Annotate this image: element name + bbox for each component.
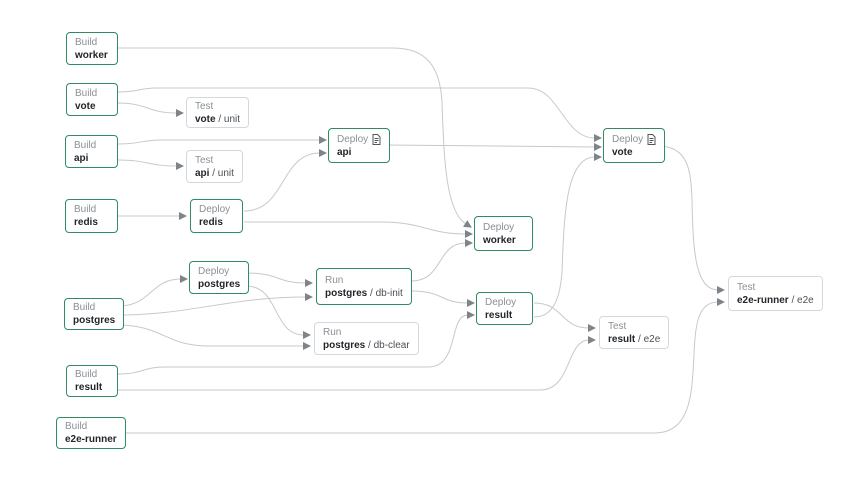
edge-deploy-postgres-to-run-db-clear xyxy=(245,285,311,339)
node-kind-label: Build xyxy=(75,36,98,48)
node-kind-label: Test xyxy=(608,320,627,332)
node-kind-label: Test xyxy=(737,281,756,293)
node-suffix-label: / unit xyxy=(215,113,241,125)
edge-build-vote-to-deploy-vote xyxy=(117,87,602,142)
edge-deploy-redis-to-deploy-worker xyxy=(244,221,473,238)
node-kind-label: Deploy xyxy=(612,133,644,145)
node-deploy-redis[interactable]: Deploy redis xyxy=(190,199,243,233)
edge-build-postgres-to-deploy-postgres xyxy=(117,275,188,307)
node-name-label: postgres xyxy=(73,315,116,326)
node-name-label: vote xyxy=(75,100,96,112)
node-name-label: e2e-runner xyxy=(65,434,117,445)
node-kind-label: Build xyxy=(65,421,88,432)
node-name-label: worker xyxy=(75,49,108,61)
node-suffix-label: / e2e xyxy=(635,333,661,345)
node-kind-label: Deploy xyxy=(198,265,230,277)
edge-deploy-result-to-test-result-e2e xyxy=(533,302,596,332)
edge-build-api-to-test-api-unit xyxy=(117,159,184,170)
node-kind-label: Run xyxy=(323,326,342,338)
node-suffix-label: / unit xyxy=(209,167,234,179)
node-name-label: result xyxy=(608,333,636,345)
node-name-label: api xyxy=(337,146,352,158)
node-name-label: postgres xyxy=(198,278,241,290)
edge-build-vote-to-test-vote-unit xyxy=(117,102,184,117)
edge-deploy-vote-to-test-e2e-runner-e2e xyxy=(657,145,725,294)
node-build-result[interactable]: Build result xyxy=(66,365,118,397)
node-name-label: result xyxy=(485,309,513,321)
node-kind-label: Test xyxy=(195,154,214,166)
edge-deploy-postgres-to-run-db-init xyxy=(245,272,313,287)
document-icon xyxy=(372,133,381,145)
node-name-label: vote xyxy=(195,113,216,125)
node-kind-label: Deploy xyxy=(485,296,517,308)
edge-deploy-result-to-deploy-vote xyxy=(533,153,602,318)
node-kind-label: Build xyxy=(75,87,98,99)
node-build-postgres[interactable]: Build postgres xyxy=(64,298,125,330)
edge-build-result-to-test-result-e2e xyxy=(118,336,596,391)
node-name-label: e2e-runner xyxy=(737,294,789,306)
node-name-label: postgres xyxy=(325,287,368,299)
node-kind-label: Test xyxy=(195,100,214,112)
edge-run-db-init-to-deploy-result xyxy=(410,290,475,307)
edge-build-result-to-deploy-result xyxy=(117,311,475,375)
node-name-label: result xyxy=(75,382,103,393)
edge-build-e2e-runner-to-test-e2e-runner-e2e xyxy=(119,298,725,434)
node-kind-label: Build xyxy=(73,302,96,313)
node-kind-label: Deploy xyxy=(483,221,515,233)
node-name-label: api xyxy=(74,152,89,164)
node-name-label: api xyxy=(195,167,210,179)
edge-build-worker-to-deploy-worker xyxy=(118,47,472,228)
edge-deploy-redis-to-deploy-api xyxy=(243,149,327,212)
edge-run-db-init-to-deploy-worker xyxy=(410,239,473,282)
node-suffix-label: / db-init xyxy=(367,287,403,299)
node-build-redis[interactable]: Build redis xyxy=(65,199,118,233)
node-suffix-label: / e2e xyxy=(788,294,814,306)
edge-build-postgres-to-run-db-clear xyxy=(117,324,311,350)
node-kind-label: Deploy xyxy=(199,204,231,215)
node-kind-label: Deploy xyxy=(337,133,369,145)
edge-build-api-to-deploy-api xyxy=(117,136,327,145)
node-name-label: postgres xyxy=(323,339,366,351)
edge-deploy-api-to-deploy-vote xyxy=(382,142,602,151)
node-name-label: redis xyxy=(74,217,98,228)
node-kind-label: Run xyxy=(325,274,344,286)
node-build-e2e-runner[interactable]: Build e2e-runner xyxy=(56,417,126,449)
node-name-label: redis xyxy=(199,217,223,228)
edge-build-postgres-to-run-db-init xyxy=(117,293,313,316)
node-kind-label: Build xyxy=(74,139,97,151)
node-suffix-label: / db-clear xyxy=(365,339,410,351)
node-name-label: worker xyxy=(483,234,516,246)
document-icon xyxy=(647,133,656,145)
node-kind-label: Build xyxy=(75,369,98,380)
node-kind-label: Build xyxy=(74,204,97,215)
node-name-label: vote xyxy=(612,146,633,158)
